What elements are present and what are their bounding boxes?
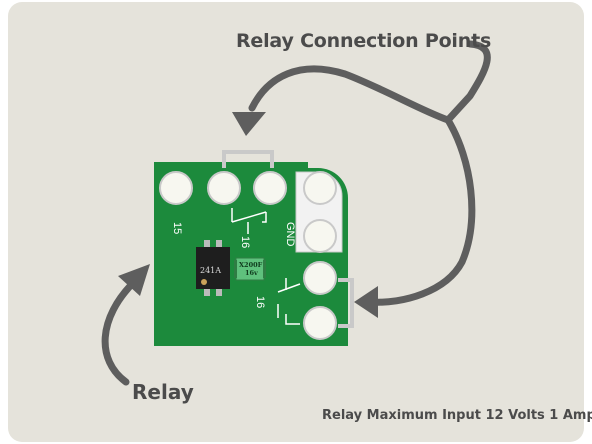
- pad-gnd-2: [303, 219, 337, 253]
- pad-16a: [207, 171, 241, 205]
- fuse: X200F 16v: [234, 257, 266, 281]
- pads: [159, 171, 337, 340]
- arrow-to-right-pins: [368, 116, 476, 306]
- chip-marking: 241A: [200, 266, 221, 275]
- relay-label: Relay: [132, 380, 194, 404]
- right-connection-bracket: [338, 278, 354, 328]
- title-label: Relay Connection Points: [236, 30, 492, 52]
- arrow-to-relay: [101, 278, 138, 386]
- arrowhead-right: [354, 286, 378, 318]
- pad-relay-a: [303, 261, 337, 295]
- top-connection-bracket: [222, 150, 274, 168]
- arrow-to-top-pins: [248, 40, 491, 125]
- pin-label-16-top: 16: [239, 236, 251, 248]
- switch-symbol-top: [231, 208, 267, 234]
- pad-16b: [253, 171, 287, 205]
- pin-label-15: 15: [171, 222, 183, 234]
- footer-note: Relay Maximum Input 12 Volts 1 Amp: [322, 408, 592, 423]
- relay-chip: 241A: [196, 240, 230, 296]
- switch-symbol-right: [277, 278, 301, 325]
- arrowhead-top: [232, 112, 266, 136]
- pad-15: [159, 171, 193, 205]
- arrowheads: [118, 112, 378, 318]
- gnd-label: GND: [284, 222, 296, 247]
- pad-gnd-1: [303, 171, 337, 205]
- pad-relay-b: [303, 306, 337, 340]
- arrows: [101, 40, 491, 386]
- pin-label-16-right: 16: [254, 296, 266, 308]
- chip-dot: [201, 279, 207, 285]
- fuse-text-1: X200F: [239, 261, 263, 269]
- arrowhead-relay: [118, 264, 150, 296]
- fuse-text-2: 16v: [245, 269, 258, 277]
